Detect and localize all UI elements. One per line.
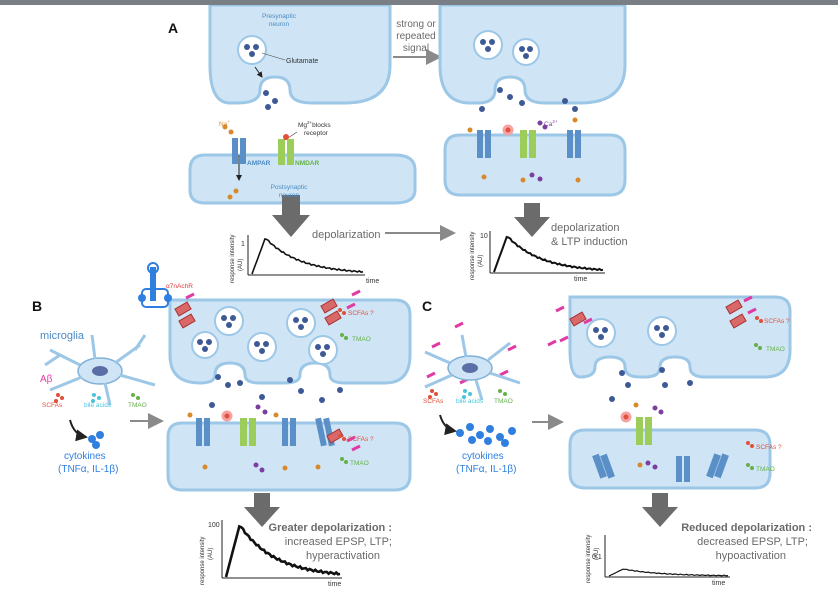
cytokine-arrow-c [439,414,457,436]
cytokine-arrow-b [69,419,88,442]
scfas-q-label-c-bottom: SCFAs ? [756,444,782,451]
abeta-fragments [185,289,361,452]
chart-a1-ylabel-2: (AU) [238,259,244,271]
cytokine-dots-b [88,431,104,449]
panel-a-right-synapse [438,5,627,197]
tmao-label-c: TMAO [494,398,513,405]
tmao-label-b-top: TMAO [352,336,371,343]
response-chart-a1: response intensity (AU) 1 time [230,235,379,285]
depol-ltp-label-2: & LTP induction [551,236,628,248]
bile-acids-label-b: bile acids [84,402,112,409]
response-curve-a1 [251,238,364,275]
ampar-label: AMPAR [247,160,271,167]
reduced-depol-label-3: hypoactivation [716,550,786,562]
chart-c-ylabel-1: response intensity [586,535,592,583]
abeta-fragments-c [426,295,757,385]
panel-label-b: B [32,298,42,314]
postsynaptic-label-2: neuron [279,192,300,199]
chart-a2-ylabel-2: (AU) [478,255,484,267]
microglia-cell [44,334,156,406]
reduced-depol-label-2: decreased EPSP, LTP; [697,536,808,548]
mg-blocks-label-1: Mg2+blocks [298,120,331,129]
chart-a2-xlabel: time [574,276,587,283]
down-arrow-a-left [272,195,310,237]
chart-a2-ylabel-1: response intensity [470,232,476,280]
chart-a1-ylabel-1: response intensity [230,235,236,283]
chart-c-xlabel: time [712,580,725,587]
tmao-label-c-top: TMAO [766,346,785,353]
microglia-cell-c [424,334,521,401]
response-chart-a2: response intensity (AU) 10 time [470,231,605,283]
chart-b-xlabel: time [328,581,341,588]
response-chart-b: response intensity (AU) 100 time [200,520,342,588]
cytokines-label-c-2: (TNFα, IL-1β) [456,464,516,475]
chart-a1-ytick: 1 [241,241,245,248]
figure-canvas: response intensity (AU) 1 time response … [0,5,838,589]
glutamate-label: Glutamate [286,58,318,65]
tmao-label-b-bottom: TMAO [350,460,369,467]
chart-c-ytick: 0.1 [592,554,602,561]
scfas-q-label-b-bottom: SCFAs ? [348,436,374,443]
down-arrow-b [244,493,280,527]
presynaptic-label-2: neuron [269,21,290,28]
tmao-label-c-bottom: TMAO [756,466,775,473]
cytokine-dots-c [456,423,516,447]
tmao-label-b: TMAO [128,402,147,409]
scfas-label-c: SCFAs [423,398,444,405]
postsynaptic-label-1: Postsynaptic [271,184,309,191]
synapse-figure: response intensity (AU) 1 time response … [32,5,812,588]
window-top-bar [0,0,838,5]
down-arrow-c [642,493,678,527]
chart-a1-xlabel: time [366,278,379,285]
panel-c [424,295,792,527]
sodium-label: Na+ [219,119,230,128]
panel-label-c: C [422,298,432,314]
depol-ltp-label-1: depolarization [551,222,620,234]
scfa-receptor-icon [174,298,344,444]
abeta-label-b: Aβ [40,374,53,385]
postsynaptic-terminal [188,153,417,205]
scfas-q-label-b-top: SCFAs ? [348,310,374,317]
reduced-depol-label-1: Reduced depolarization : [681,522,812,534]
strong-signal-label-1: strong or [396,19,436,30]
strong-signal-label-3: signal [403,43,429,54]
cytokines-label-c-1: cytokines [462,451,504,462]
a7nachr-receptor-icon [138,262,172,308]
chart-b-ytick: 100 [208,522,220,529]
panel-label-a: A [168,20,178,36]
microglia-label: microglia [40,330,85,342]
nmdar-label: NMDAR [295,160,319,167]
depolarization-label: depolarization [312,229,381,241]
mg-blocks-label-2: receptor [304,130,329,137]
greater-depol-label-3: hyperactivation [306,550,380,562]
scfas-q-label-c-top: SCFAs ? [764,318,790,325]
chart-b-ylabel-2: (AU) [208,548,214,560]
presynaptic-label-1: Presynaptic [262,13,297,20]
strong-signal-label-2: repeated [396,31,435,42]
greater-depol-label-2: increased EPSP, LTP; [285,536,392,548]
panel-a-left-synapse [188,5,417,205]
presynaptic-terminal [208,5,392,105]
chart-b-ylabel-1: response intensity [200,537,206,585]
greater-depol-label-1: Greater depolarization : [269,522,392,534]
scfas-label-b: SCFAs [42,402,63,409]
down-arrow-a-right [514,203,550,237]
response-curve-a2 [493,235,604,273]
calcium-label: Ca2+ [544,119,558,128]
panel-b [44,262,412,527]
response-curve-b [224,524,341,578]
chart-c-ylabel-2: (AU) [594,548,600,560]
a7nachr-label: α7nAchR [166,283,193,290]
bile-acids-label-c: bile acids [456,398,484,405]
response-curve-c [608,568,729,577]
scfa-receptor-icon-c [569,299,747,329]
chart-a2-ytick: 10 [480,233,488,240]
cytokines-label-b-2: (TNFα, IL-1β) [58,464,118,475]
cytokines-label-b-1: cytokines [64,451,106,462]
response-chart-c: response intensity (AU) 0.1 time [586,535,730,587]
